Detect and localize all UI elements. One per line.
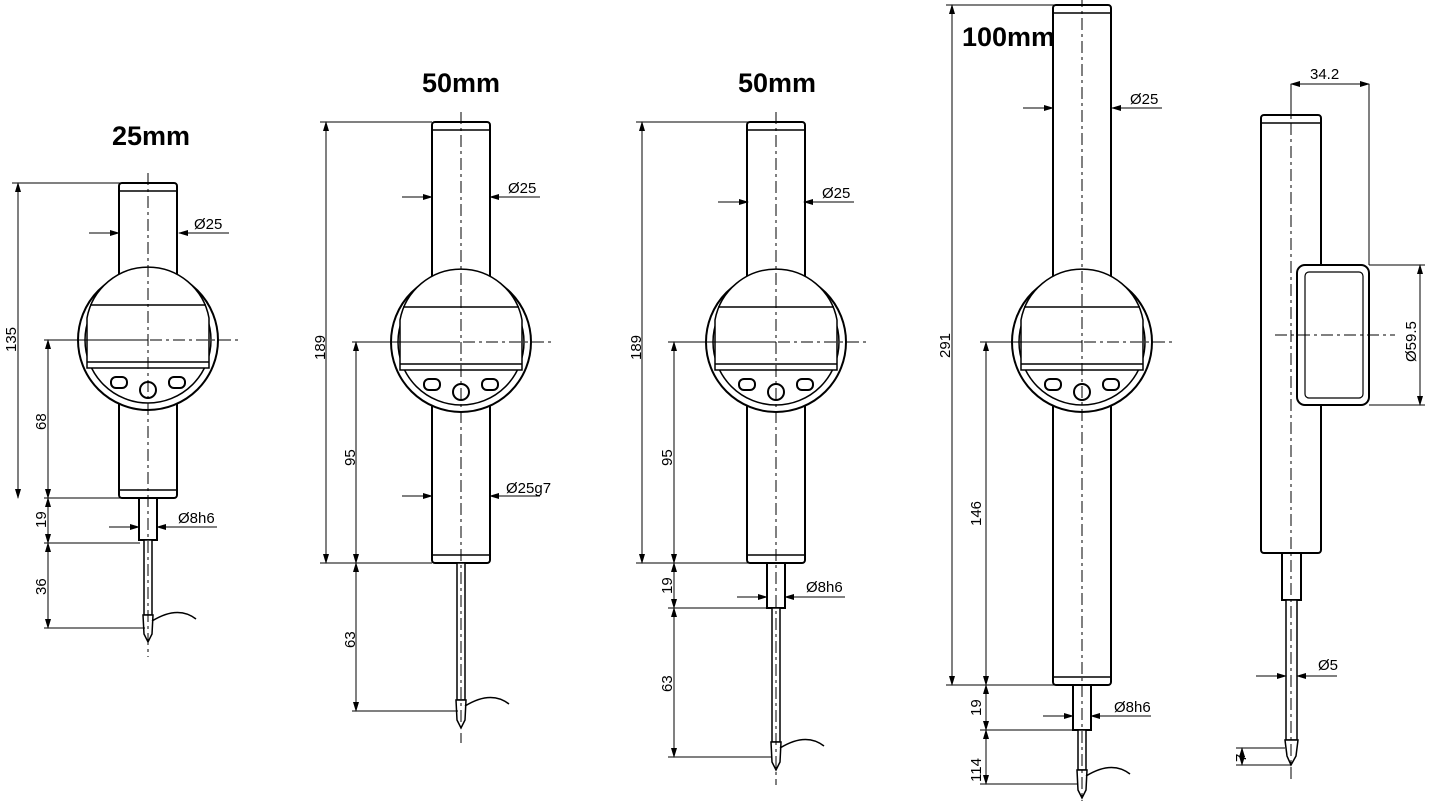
side-view-needle-diameter: Ø5 <box>1318 657 1338 674</box>
gauge-4-title: 100mm <box>962 22 1055 52</box>
gauge-4-stroke: 114 <box>968 758 985 782</box>
gauge-2-total-length: 189 <box>312 335 329 360</box>
gauge-3-center-height: 95 <box>659 449 676 466</box>
gauge-1-title: 25mm <box>112 121 190 151</box>
button-left <box>738 378 756 391</box>
button-left <box>423 378 441 391</box>
side-view-depth: 34.2 <box>1310 66 1339 83</box>
side-view-dial-diameter: Ø59.5 <box>1403 321 1420 362</box>
side-view <box>1260 100 1395 780</box>
gauge-4-body-diameter: Ø25 <box>1130 91 1158 108</box>
lifting-cable <box>464 696 510 707</box>
lifting-cable <box>1085 766 1131 777</box>
gauge-2 <box>371 112 551 743</box>
gauge-4-total-length: 291 <box>937 333 954 358</box>
gauge-2-body-diameter: Ø25 <box>508 180 536 197</box>
button-right <box>168 376 186 389</box>
gauge-1 <box>58 173 238 657</box>
gauge-4-stem-diameter: Ø8h6 <box>1114 699 1151 716</box>
gauge-1-center-height: 68 <box>33 413 50 430</box>
side-view-tip-length: 7 <box>1233 754 1250 762</box>
gauge-3-stem-length: 19 <box>659 577 676 594</box>
gauge-3-title: 50mm <box>738 68 816 98</box>
gauge-1-stem-length: 19 <box>33 511 50 528</box>
button-left <box>1044 378 1062 391</box>
gauge-1-stroke: 36 <box>33 578 50 595</box>
button-right <box>481 378 499 391</box>
gauge-3 <box>686 112 866 785</box>
lifting-cable <box>779 738 825 749</box>
gauge-1-total-length: 135 <box>3 327 20 352</box>
gauge-3-body-diameter: Ø25 <box>822 185 850 202</box>
button-left <box>110 376 128 389</box>
gauge-2-title: 50mm <box>422 68 500 98</box>
gauge-4-stem-length: 19 <box>968 699 985 716</box>
gauge-1-body-diameter: Ø25 <box>194 216 222 233</box>
gauge-3-stroke: 63 <box>659 675 676 692</box>
button-right <box>1102 378 1120 391</box>
gauge-3-total-length: 189 <box>628 335 645 360</box>
gauge-2-lower-diameter: Ø25g7 <box>506 480 551 497</box>
button-right <box>796 378 814 391</box>
gauge-1-stem-diameter: Ø8h6 <box>178 510 215 527</box>
gauge-2-stroke: 63 <box>342 631 359 648</box>
lifting-cable <box>151 611 197 622</box>
gauge-4-center-height: 146 <box>968 501 985 526</box>
gauge-4 <box>992 0 1172 801</box>
gauge-3-stem-diameter: Ø8h6 <box>806 579 843 596</box>
gauge-2-center-height: 95 <box>342 449 359 466</box>
